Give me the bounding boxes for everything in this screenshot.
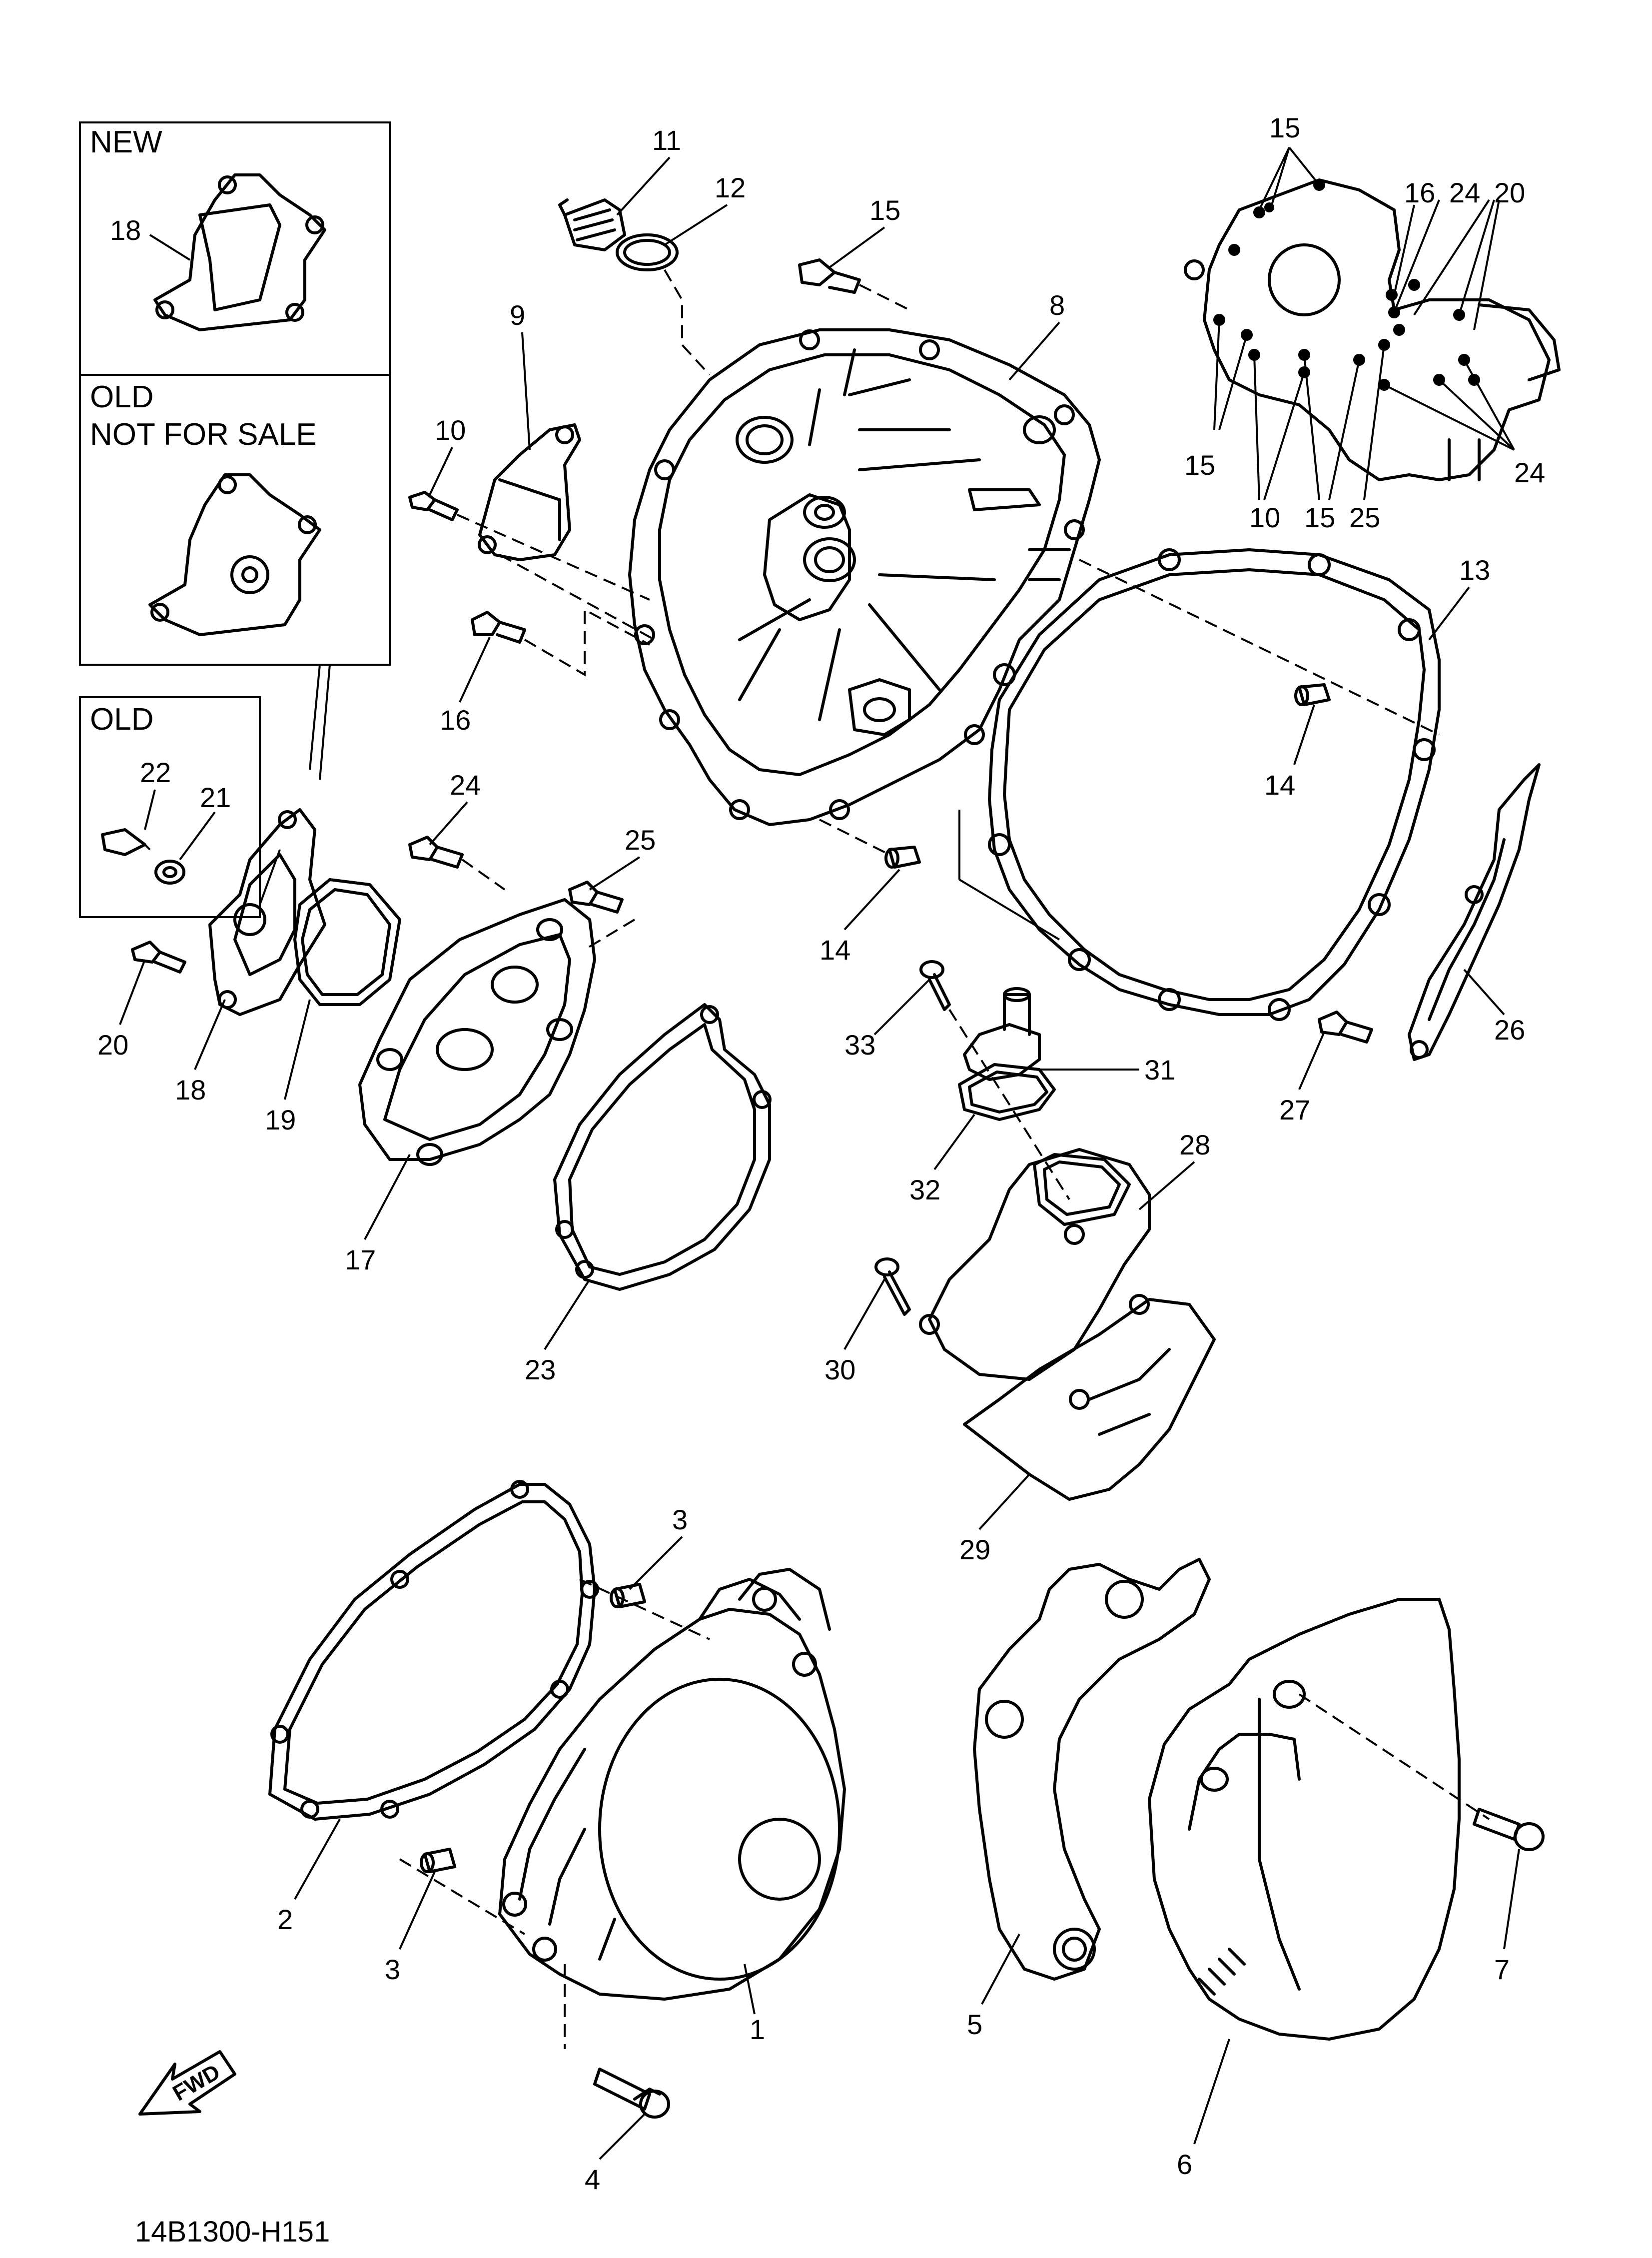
label-21: 21: [200, 782, 231, 813]
part-11-plug: [558, 198, 626, 251]
label-10: 10: [435, 414, 466, 446]
part-27-bolt: [1318, 1011, 1373, 1044]
label-2: 2: [277, 1904, 293, 1935]
label-8: 8: [1049, 289, 1065, 321]
part-12-o-ring: [616, 233, 679, 271]
inset-new: NEW 18: [79, 121, 391, 376]
label-3-a: 3: [672, 1504, 688, 1535]
part-8-clutch-cover: [628, 328, 1101, 826]
label-9: 9: [510, 299, 525, 331]
label-r15-bot: 15: [1304, 502, 1335, 533]
part-20-bolt: [131, 941, 186, 974]
part-18-cover: [208, 808, 326, 1016]
label-r25: 25: [1349, 502, 1380, 533]
label-22: 22: [140, 757, 171, 788]
label-r15-top: 15: [1269, 112, 1300, 143]
label-17: 17: [345, 1244, 376, 1275]
inset-old-title: OLD: [90, 380, 153, 414]
inset-old-2-title: OLD: [90, 702, 153, 737]
part-17-housing: [358, 898, 596, 1166]
label-12: 12: [715, 172, 746, 203]
fwd-arrow-icon: FWD: [138, 2050, 236, 2116]
label-18-new: 18: [110, 214, 141, 246]
label-4: 4: [585, 2164, 600, 2195]
part-24-bolt: [408, 836, 506, 891]
part-29-plate: [963, 1298, 1216, 1501]
label-19: 19: [265, 1104, 296, 1135]
part-7-bolt: [1473, 1808, 1545, 1851]
label-14-a: 14: [1264, 769, 1295, 801]
label-18: 18: [175, 1074, 206, 1106]
diagram-code: 14B1300-H151: [135, 2216, 330, 2248]
label-16: 16: [440, 704, 471, 736]
part-19-gasket: [293, 878, 401, 1006]
label-28: 28: [1179, 1129, 1210, 1160]
label-20: 20: [97, 1029, 128, 1061]
label-14-b: 14: [820, 934, 850, 966]
part-30-screw: [874, 1257, 911, 1316]
part-9-cover: [478, 423, 655, 641]
label-33: 33: [844, 1029, 875, 1061]
label-27: 27: [1279, 1094, 1310, 1126]
label-29: 29: [959, 1534, 990, 1565]
part-labels: 11 12 15 8 9 10 16 13 14 14 24 25 20 18 …: [97, 124, 1525, 2195]
label-r24-top: 24: [1449, 177, 1480, 208]
part-28-cover: [919, 1148, 1151, 1410]
part-14-dowel-b: [884, 846, 921, 869]
label-r10: 10: [1249, 502, 1280, 533]
label-32: 32: [909, 1174, 940, 1205]
part-16-bolt: [471, 608, 650, 677]
part-23-gasket: [553, 1003, 772, 1291]
label-30: 30: [825, 1354, 855, 1385]
label-r24-right: 24: [1514, 457, 1545, 488]
part-3-dowel-a: [610, 1583, 646, 1608]
label-26: 26: [1494, 1014, 1525, 1046]
part-25-bolt: [568, 881, 636, 951]
part-4-bolt: [564, 1964, 670, 2119]
label-6: 6: [1177, 2149, 1192, 2180]
label-r16: 16: [1404, 177, 1435, 208]
part-14-dowel-a: [1294, 683, 1331, 706]
inset-old: OLD 22 21: [79, 696, 261, 918]
part-13-gasket: [988, 548, 1441, 1021]
part-32-seal: [958, 1063, 1056, 1121]
label-1: 1: [750, 2014, 765, 2045]
label-13: 13: [1459, 554, 1490, 586]
label-25: 25: [625, 824, 656, 856]
label-11: 11: [652, 124, 681, 156]
part-31-fitting: [963, 987, 1041, 1081]
engine-locator-sketch: 15 16 24 20 15 24 10 15 25: [1184, 112, 1561, 533]
part-15-bolt: [798, 258, 910, 311]
inset-not-for-sale-title: NOT FOR SALE: [90, 417, 317, 452]
part-6-sprocket-cover: [1148, 1598, 1490, 2041]
part-2-gasket: [268, 1480, 599, 1821]
label-24: 24: [450, 769, 481, 801]
part-1-generator-cover: [498, 1568, 846, 2001]
label-7: 7: [1494, 1954, 1510, 1985]
part-5-guide: [973, 1558, 1211, 1981]
part-26-bracket: [1408, 763, 1541, 1061]
label-r15-left: 15: [1184, 449, 1215, 481]
label-23: 23: [525, 1354, 556, 1385]
label-r20: 20: [1494, 177, 1525, 208]
inset-old-not-for-sale: OLD NOT FOR SALE: [79, 374, 391, 666]
part-10-bolt: [408, 491, 650, 601]
label-3-b: 3: [385, 1954, 400, 1985]
label-31: 31: [1144, 1054, 1175, 1086]
label-15: 15: [869, 194, 900, 226]
label-5: 5: [967, 2009, 982, 2040]
part-3-dowel-b: [420, 1848, 456, 1873]
inset-new-title: NEW: [90, 125, 162, 159]
